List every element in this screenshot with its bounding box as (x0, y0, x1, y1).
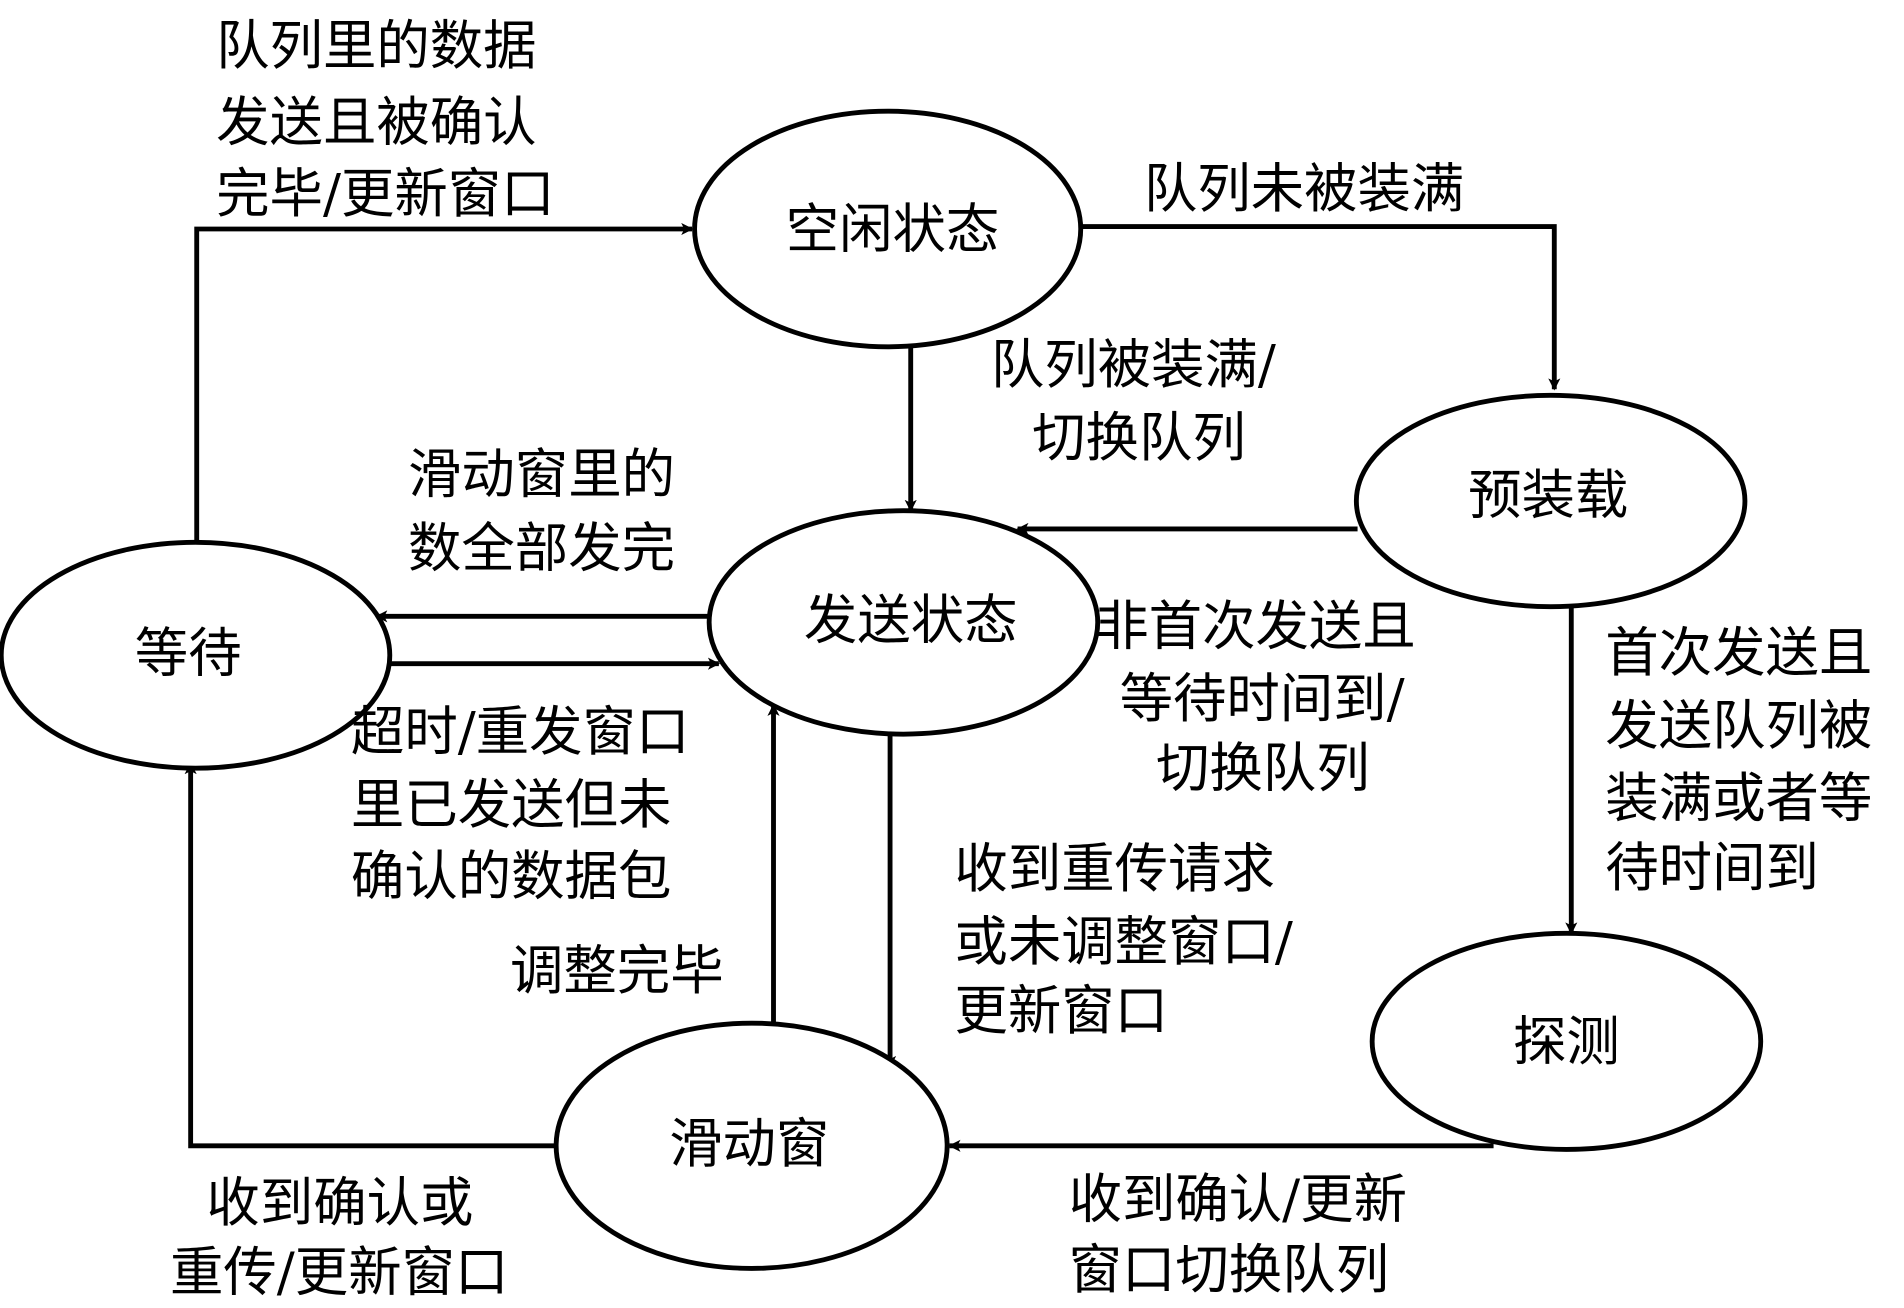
label-line: 装满或者等 (1605, 767, 1872, 830)
label-line: 确认的数据包 (351, 844, 671, 907)
state-wait: 等待 (0, 539, 393, 771)
label-line: 超时/重发窗口 (351, 700, 689, 763)
label-line: 非首次发送且 (1095, 594, 1415, 657)
label-line: 重传/更新窗口 (170, 1240, 508, 1303)
label-line: 发送队列被 (1605, 694, 1872, 757)
label-preload-to-send: 非首次发送且 等待时间到/ 切换队列 (1095, 594, 1415, 799)
label-line: 里已发送但未 (351, 773, 671, 836)
state-send-label: 发送状态 (804, 589, 1018, 652)
label-line: 首次发送且 (1605, 621, 1872, 684)
label-line: 队列里的数据 (216, 14, 536, 77)
state-preload: 预装载 (1353, 392, 1748, 610)
label-wait-to-idle: 队列里的数据 发送且被确认 完毕/更新窗口 (216, 14, 554, 225)
label-line: 收到确认/更新 (1069, 1167, 1407, 1230)
label-line: 调整完毕 (510, 939, 724, 1002)
label-line: 窗口切换队列 (1069, 1238, 1389, 1301)
state-probe-label: 探测 (1513, 1010, 1620, 1073)
label-sliding-to-wait: 收到确认或 重传/更新窗口 (170, 1171, 508, 1303)
label-probe-to-sliding: 收到确认/更新 窗口切换队列 (1069, 1167, 1407, 1300)
label-line: 收到重传请求 (954, 837, 1274, 900)
label-line: 待时间到 (1605, 836, 1819, 899)
state-wait-label: 等待 (135, 621, 242, 684)
state-idle: 空闲状态 (692, 108, 1084, 350)
state-send: 发送状态 (706, 508, 1101, 737)
label-idle-to-send: 队列被装满/ 切换队列 (991, 333, 1276, 469)
state-sliding: 滑动窗 (553, 1020, 950, 1271)
label-line: 更新窗口 (954, 979, 1168, 1042)
label-idle-to-preload: 队列未被装满 (1144, 157, 1464, 220)
label-line: 收到确认或 (206, 1171, 473, 1234)
state-probe: 探测 (1369, 930, 1764, 1152)
label-line: 或未调整窗口/ (954, 910, 1292, 973)
state-preload-label: 预装载 (1468, 463, 1628, 526)
state-idle-label: 空闲状态 (786, 198, 1000, 261)
edge-idle-to-preload (1080, 224, 1561, 391)
state-sliding-label: 滑动窗 (669, 1112, 829, 1175)
label-line: 队列未被装满 (1144, 157, 1464, 220)
label-sliding-to-send: 调整完毕 (510, 939, 724, 1002)
label-preload-to-probe: 首次发送且 发送队列被 装满或者等 待时间到 (1605, 621, 1872, 899)
label-send-to-sliding: 收到重传请求 或未调整窗口/ 更新窗口 (954, 837, 1292, 1042)
label-line: 切换队列 (1156, 736, 1370, 799)
edge-sliding-to-wait (184, 762, 557, 1149)
label-send-to-wait: 滑动窗里的 数全部发完 (408, 443, 675, 580)
label-line: 滑动窗里的 (408, 443, 675, 506)
edge-wait-to-idle (194, 222, 694, 544)
label-wait-to-send: 超时/重发窗口 里已发送但未 确认的数据包 (351, 700, 689, 908)
label-line: 发送且被确认 (216, 90, 536, 153)
label-line: 切换队列 (1032, 406, 1246, 469)
label-line: 队列被装满/ (991, 333, 1276, 396)
label-line: 完毕/更新窗口 (216, 162, 554, 225)
label-line: 等待时间到/ (1120, 667, 1405, 730)
label-line: 数全部发完 (408, 517, 675, 580)
